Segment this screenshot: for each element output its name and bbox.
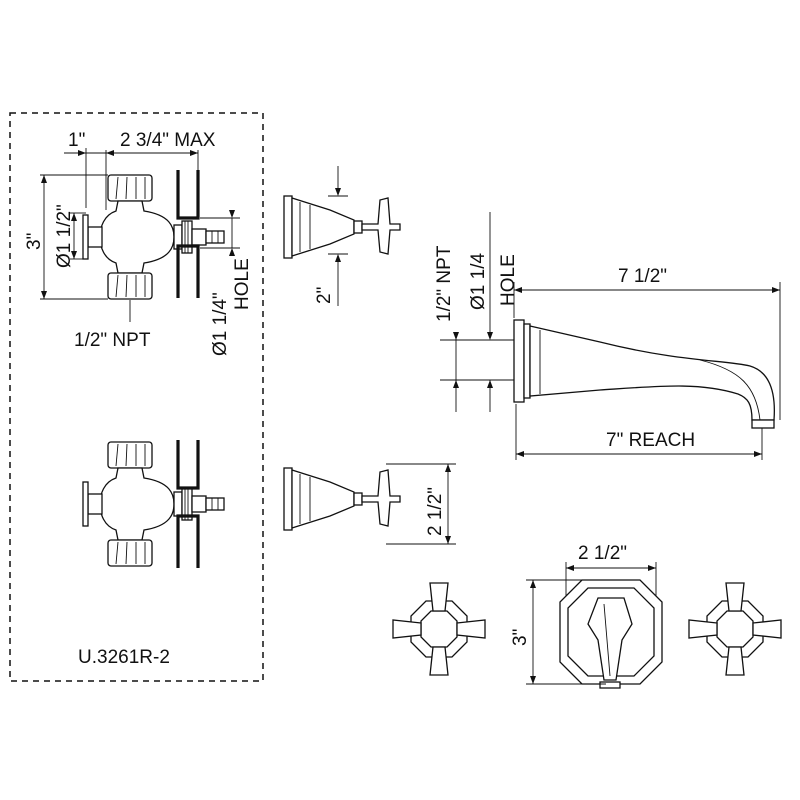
handle-front-right: [688, 582, 782, 676]
handle-side-bottom: [283, 467, 401, 531]
spout-length-label: 7 1/2": [618, 266, 667, 287]
dim-spout-reach: [515, 404, 763, 460]
rough-width-label: 2 3/4" MAX: [120, 130, 216, 151]
dim-valve-hole: [200, 210, 240, 256]
dim-escutcheon-height: [526, 579, 606, 685]
spout-hole-dia-label: Ø1 1/4: [468, 253, 489, 310]
handle-depth-label: 2": [314, 287, 335, 304]
spout-escutcheon-front: [559, 579, 663, 689]
dim-spout-length: [513, 282, 781, 420]
dim-spout-connection: [440, 212, 514, 412]
handle-front-left: [392, 582, 486, 676]
rough-valve-bottom: [82, 441, 225, 567]
spout-side: [513, 319, 776, 429]
dim-rough-width: [105, 150, 199, 210]
offset-1-label: 1": [68, 130, 85, 151]
dim-handle-depth: [328, 166, 348, 306]
inlet-npt-label: 1/2" NPT: [74, 330, 151, 351]
valve-hole-word-label: HOLE: [232, 258, 253, 310]
dim-body-height: [40, 174, 108, 300]
model-number: U.3261R-2: [78, 647, 170, 668]
dim-connection-dia: [70, 212, 86, 260]
escutcheon-width-label: 2 1/2": [578, 543, 627, 564]
spout-npt-label: 1/2" NPT: [434, 245, 455, 322]
handle-side-top: [283, 195, 401, 259]
rough-in-boundary: [9, 112, 264, 682]
rough-valve-top: [82, 174, 225, 300]
spout-reach-label: 7" REACH: [606, 430, 695, 451]
valve-hole-dia-label: Ø1 1/4": [210, 292, 231, 356]
handle-projection-label: 2 1/2": [425, 487, 446, 536]
spout-hole-word-label: HOLE: [498, 254, 519, 306]
body-height-label: 3": [24, 233, 45, 250]
escutcheon-height-label: 3": [510, 629, 531, 646]
dim-handle-projection: [386, 463, 456, 545]
dim-escutcheon-width: [565, 562, 657, 596]
dim-offset-1: [64, 148, 110, 208]
connection-dia-label: Ø1 1/2": [54, 204, 75, 268]
